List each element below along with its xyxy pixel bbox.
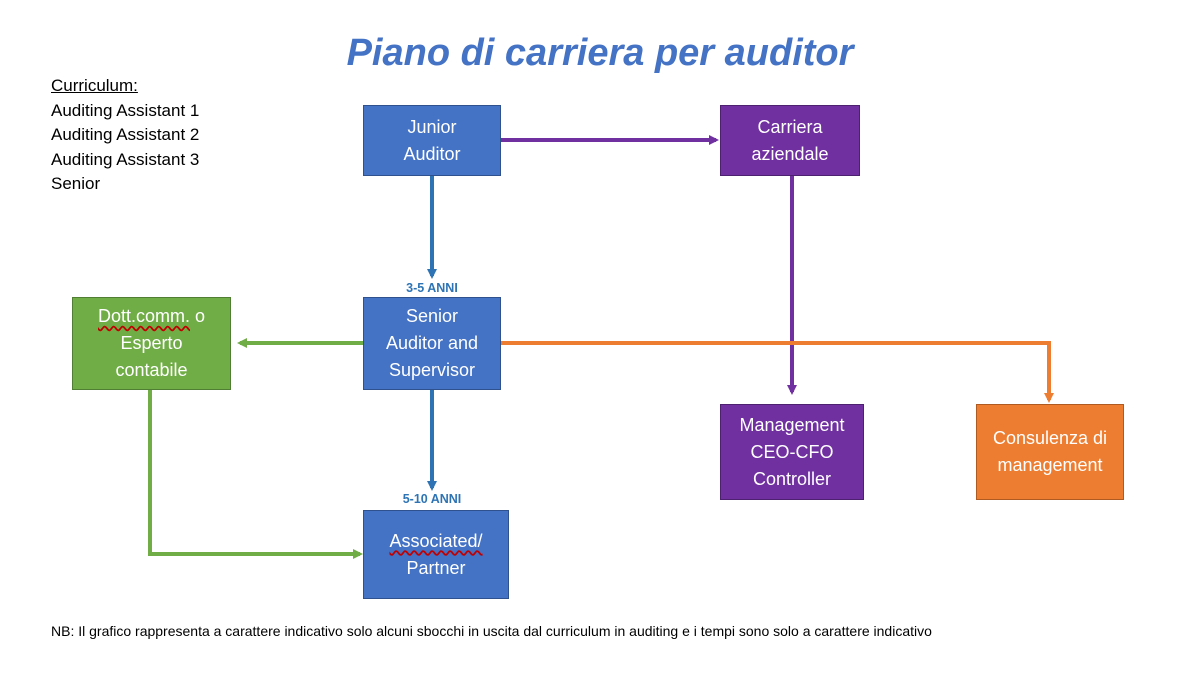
- node-senior-auditor-label: Senior Auditor and Supervisor: [385, 306, 479, 380]
- node-associated-rest: Partner: [406, 557, 466, 578]
- node-junior-auditor-label: Junior Auditor: [403, 116, 461, 164]
- arrow-senior-to-consulenza: [501, 341, 1054, 403]
- node-management: Management CEO-CFO Controller: [720, 404, 864, 500]
- curriculum-item: Auditing Assistant 2: [51, 125, 200, 144]
- curriculum-list: Curriculum: Auditing Assistant 1 Auditin…: [51, 74, 199, 197]
- node-associated-partner: Associated/ Partner: [363, 510, 509, 599]
- arrow-dott-to-associated: [148, 390, 363, 559]
- node-dott-comm-rest: o Esperto contabile: [115, 306, 206, 380]
- node-carriera-aziendale-label: Carriera aziendale: [751, 116, 829, 164]
- curriculum-item: Senior: [51, 174, 101, 193]
- node-junior-auditor: Junior Auditor: [363, 105, 501, 176]
- footnote: NB: Il grafico rappresenta a carattere i…: [51, 623, 932, 639]
- node-management-label: Management CEO-CFO Controller: [739, 414, 845, 489]
- curriculum-item: Auditing Assistant 1: [51, 100, 200, 120]
- node-associated-partner-label: Associated/ Partner: [389, 528, 482, 582]
- node-consulenza: Consulenza di management: [976, 404, 1124, 500]
- node-consulenza-label: Consulenza di management: [992, 428, 1108, 475]
- node-associated-word: Associated/: [389, 530, 483, 551]
- page-title: Piano di carriera per auditor: [346, 32, 854, 74]
- curriculum-heading: Curriculum:: [51, 76, 138, 95]
- timing-label-second: 5-10 ANNI: [402, 492, 462, 506]
- timing-label-first: 3-5 ANNI: [406, 281, 458, 295]
- node-dott-comm-label: Dott.comm. o Esperto contabile: [98, 303, 205, 384]
- node-senior-auditor: Senior Auditor and Supervisor: [363, 297, 501, 390]
- node-dott-comm: Dott.comm. o Esperto contabile: [72, 297, 231, 390]
- node-dott-comm-word: Dott.comm.: [97, 306, 190, 326]
- node-carriera-aziendale: Carriera aziendale: [720, 105, 860, 176]
- curriculum-item: Auditing Assistant 3: [51, 149, 200, 169]
